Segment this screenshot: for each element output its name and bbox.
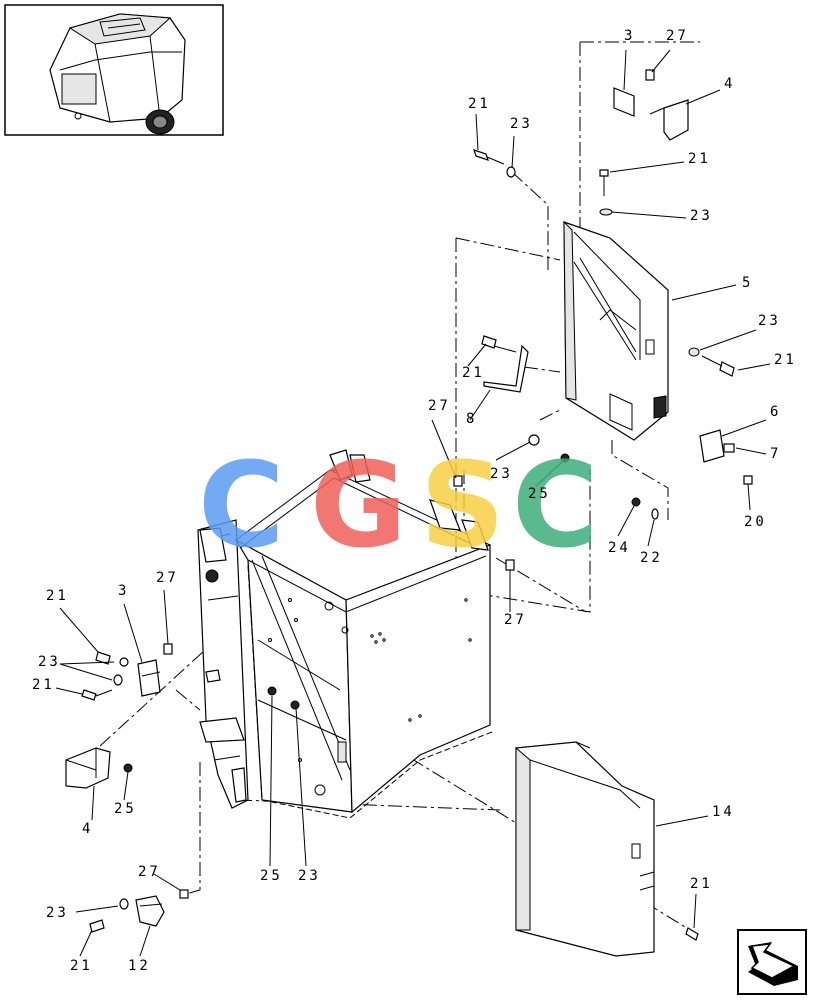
callout-label-c-20: 20	[744, 514, 767, 530]
left-bracket-4	[65, 747, 133, 789]
callout-label-c-4-top: 4	[724, 76, 735, 92]
callout-label-c-24: 24	[608, 540, 631, 556]
callout-label-c-25-a: 25	[528, 486, 551, 502]
callout-label-c-23-f: 23	[298, 868, 321, 884]
callout-label-c-21-a: 21	[468, 96, 491, 112]
callout-label-c-14: 14	[712, 804, 735, 820]
callout-label-c-21-d: 21	[462, 365, 485, 381]
callout-label-c-23-a: 23	[510, 116, 533, 132]
callout-label-c-27-bot: 27	[138, 864, 161, 880]
callout-label-c-23-b: 23	[690, 208, 713, 224]
lower-shield-14	[515, 741, 699, 957]
callout-label-c-27-mid: 27	[428, 398, 451, 414]
main-frame	[197, 449, 515, 819]
callout-label-c-4-left: 4	[82, 821, 93, 837]
upper-shield	[563, 220, 669, 441]
callout-label-c-21-f: 21	[32, 677, 55, 693]
baler-thumbnail	[49, 13, 186, 135]
watermark: C G S C	[198, 436, 599, 574]
left-bracket-12	[89, 889, 189, 933]
next-page-button[interactable]	[737, 929, 807, 995]
callout-label-c-23-e: 23	[38, 654, 61, 670]
watermark-letter-3: S	[420, 436, 505, 574]
curved-arrow-icon	[748, 942, 798, 986]
watermark-letter-1: C	[198, 436, 285, 574]
callout-label-c-6: 6	[770, 404, 781, 420]
callout-labels: 3 27 4 21 23 21 23 5 23 21 21 27 6 8 7 23 25 20 24 22 21 3 27 2…	[32, 28, 797, 974]
callout-label-c-22: 22	[640, 550, 663, 566]
overview-inset	[4, 4, 224, 136]
callout-label-c-25-c: 25	[260, 868, 283, 884]
callout-label-c-3-left: 3	[118, 583, 129, 599]
screw-27-top	[645, 69, 655, 81]
callout-label-c-12: 12	[128, 958, 151, 974]
top-bracket-group	[473, 69, 735, 377]
callout-label-c-21-h: 21	[70, 958, 93, 974]
callout-label-c-7: 7	[770, 446, 781, 462]
callout-label-c-21-e: 21	[46, 588, 69, 604]
callout-label-c-23-c: 23	[758, 313, 781, 329]
callout-label-c-27-top: 27	[666, 28, 689, 44]
callout-leaders	[55, 49, 771, 957]
callout-label-c-27-left: 27	[156, 570, 179, 586]
left-bracket-3	[81, 643, 173, 701]
callout-label-c-21-g: 21	[690, 876, 713, 892]
callout-label-c-25-b: 25	[114, 801, 137, 817]
callout-label-c-21-b: 21	[688, 151, 711, 167]
watermark-letter-2: G	[310, 436, 407, 574]
callout-label-c-27-right: 27	[504, 612, 527, 628]
callout-label-c-23-d: 23	[490, 466, 513, 482]
callout-label-c-21-c: 21	[774, 352, 797, 368]
callout-label-c-23-g: 23	[46, 905, 69, 921]
clip-6-7	[631, 429, 753, 520]
callout-label-c-5: 5	[742, 275, 753, 291]
callout-label-c-3-top: 3	[624, 28, 635, 44]
watermark-letter-4: C	[512, 436, 599, 574]
callout-label-c-8: 8	[466, 411, 477, 427]
